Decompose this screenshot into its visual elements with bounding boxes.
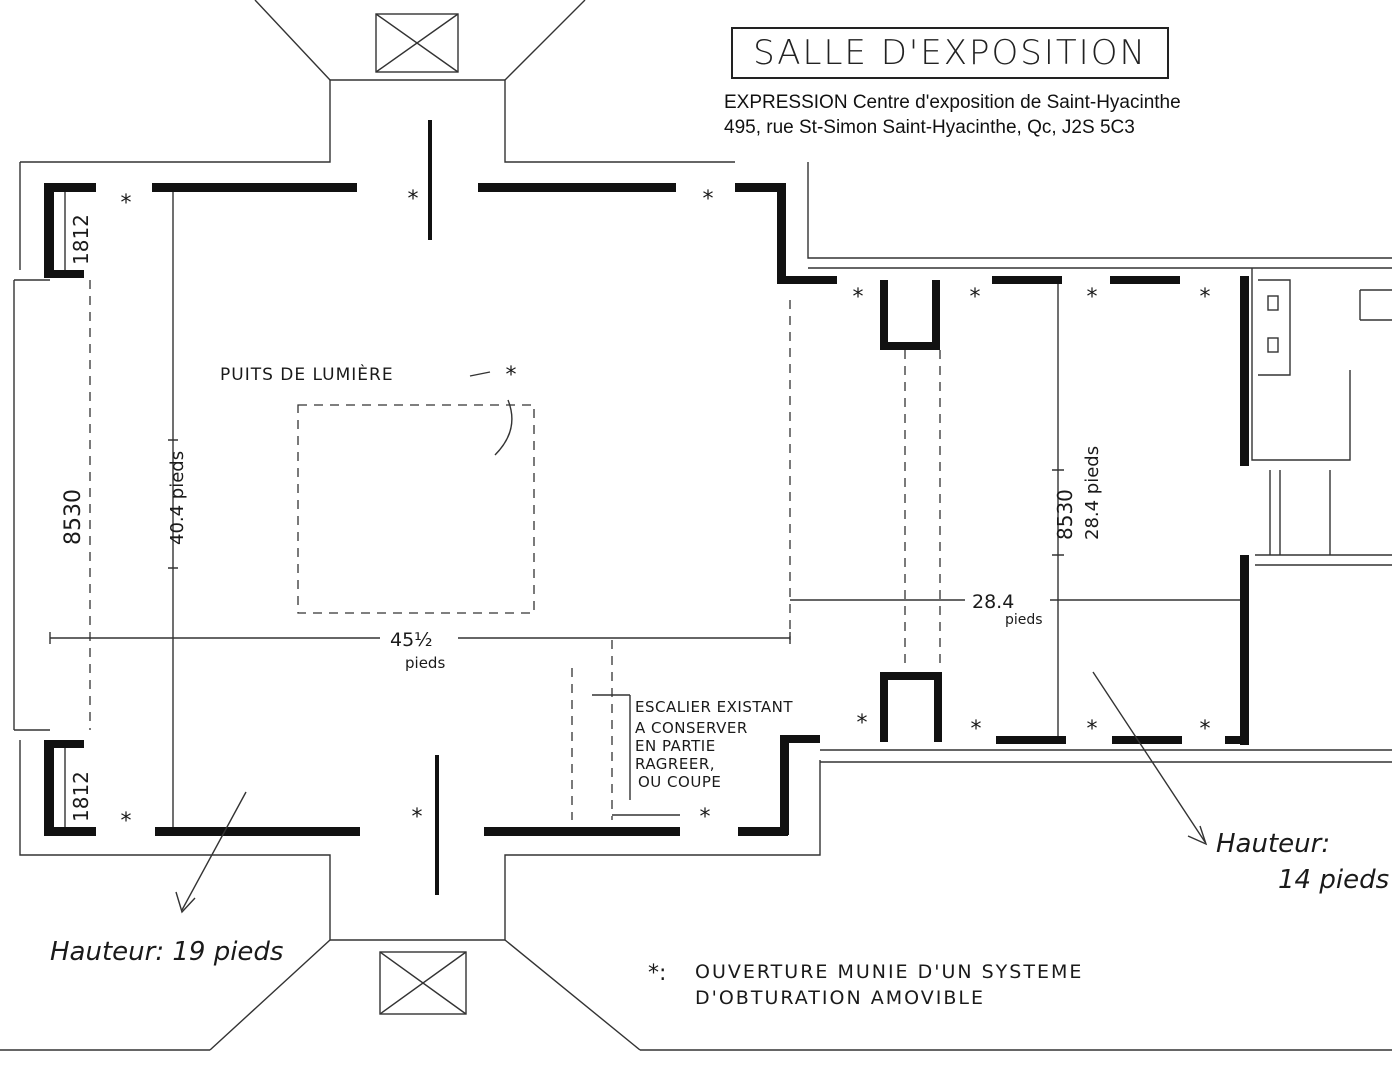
dim-28-4-vertical: 28.4 pieds bbox=[1082, 446, 1103, 540]
plan-labels: PUITS DE LUMIÈRE 1812 1812 8530 40.4 pie… bbox=[50, 214, 1389, 1009]
opening-asterisk: * bbox=[121, 809, 132, 834]
plan-title: SALLE D'EXPOSITION bbox=[731, 27, 1169, 79]
stair-note-line1: ESCALIER EXISTANT bbox=[635, 698, 793, 716]
stair-note-line3: EN PARTIE bbox=[635, 737, 716, 755]
dim-40-4: 40.4 pieds bbox=[167, 451, 188, 545]
dim-28-4-horizontal-unit: pieds bbox=[1005, 612, 1043, 628]
dim-1812-bottom: 1812 bbox=[69, 771, 93, 822]
dim-45-half: 45½ bbox=[390, 629, 433, 651]
opening-markers: * * * * * * * * * * * * * * * bbox=[121, 187, 1211, 834]
opening-asterisk: * bbox=[121, 191, 132, 216]
dim-8530-left: 8530 bbox=[61, 489, 86, 545]
opening-asterisk: * bbox=[1087, 717, 1098, 742]
dim-28-4-horizontal: 28.4 bbox=[972, 591, 1014, 613]
opening-asterisk: * bbox=[703, 187, 714, 212]
outline-lines bbox=[0, 0, 1392, 1051]
address-line-1: EXPRESSION Centre d'exposition de Saint-… bbox=[724, 92, 1181, 113]
opening-asterisk: * bbox=[412, 805, 423, 830]
opening-asterisk: * bbox=[1087, 285, 1098, 310]
dashed-lines bbox=[89, 280, 941, 820]
walls bbox=[44, 120, 1249, 895]
opening-asterisk: * bbox=[857, 711, 868, 736]
stair-note-line2: A CONSERVER bbox=[635, 719, 748, 737]
dimension-lines bbox=[49, 192, 1240, 827]
legend-line2: D'OBTURATION AMOVIBLE bbox=[695, 987, 985, 1009]
opening-asterisk: * bbox=[971, 717, 982, 742]
height-right-line1: Hauteur: bbox=[1216, 829, 1330, 859]
opening-asterisk: * bbox=[506, 363, 517, 388]
opening-asterisk: * bbox=[1200, 285, 1211, 310]
address-line-2: 495, rue St-Simon Saint-Hyacinthe, Qc, J… bbox=[724, 117, 1135, 138]
stair-note-line5: OU COUPE bbox=[638, 773, 721, 791]
arrows bbox=[175, 671, 1208, 914]
stair-note-line4: RAGREER, bbox=[635, 755, 715, 773]
skylight-label: PUITS DE LUMIÈRE bbox=[220, 363, 394, 385]
height-left: Hauteur: 19 pieds bbox=[50, 937, 283, 967]
opening-asterisk: * bbox=[1200, 717, 1211, 742]
height-right-line2: 14 pieds bbox=[1278, 865, 1389, 895]
opening-asterisk: * bbox=[853, 285, 864, 310]
opening-asterisk: * bbox=[970, 285, 981, 310]
opening-asterisk: * bbox=[408, 187, 419, 212]
dim-8530-right: 8530 bbox=[1053, 489, 1077, 540]
dim-1812-top: 1812 bbox=[69, 214, 93, 265]
legend-line1: OUVERTURE MUNIE D'UN SYSTEME bbox=[695, 961, 1083, 983]
legend-symbol: *: bbox=[648, 961, 666, 986]
dim-45-half-unit: pieds bbox=[405, 654, 445, 672]
opening-asterisk: * bbox=[700, 805, 711, 830]
